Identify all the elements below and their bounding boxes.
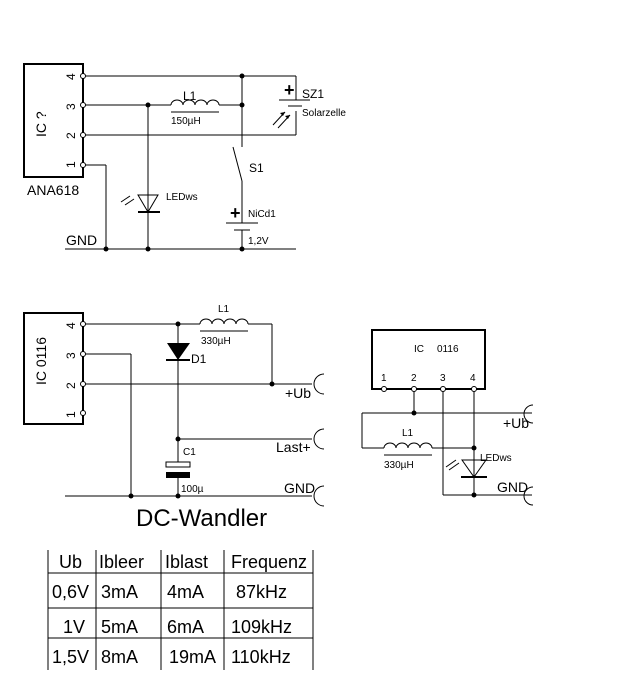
terminal-ub-label: +Ub xyxy=(503,415,529,431)
led-light-arrows-icon xyxy=(120,195,135,206)
measurement-table: Ub Ibleer Iblast Frequenz 0,6V 3mA 4mA 8… xyxy=(47,550,314,670)
table-cell: 19mA xyxy=(169,647,216,667)
inductor-l1 xyxy=(170,99,220,106)
table-cell: 0,6V xyxy=(52,582,89,602)
pin-label-4: 4 xyxy=(64,322,78,329)
table-cell: 5mA xyxy=(101,617,138,637)
ic-part-label: 0116 xyxy=(437,344,459,355)
terminal-gnd-label: GND xyxy=(497,479,528,495)
pin-label-1: 1 xyxy=(64,161,78,168)
table-header: Ub xyxy=(59,552,82,572)
table-cell: 87kHz xyxy=(236,582,287,602)
table-cell: 109kHz xyxy=(231,617,292,637)
ic-part-label: ANA618 xyxy=(27,182,79,198)
pin-label-4: 4 xyxy=(64,73,78,80)
terminal-gnd xyxy=(523,486,534,506)
pin-label-3: 3 xyxy=(440,373,446,384)
inductor-l1 xyxy=(383,442,433,449)
table-cell: 110kHz xyxy=(231,647,291,667)
pin-label-2: 2 xyxy=(64,132,78,139)
battery-name: NiCd1 xyxy=(248,209,276,220)
circuit-1: IC ? ANA618 4 3 2 1 L1 150µH + SZ1 Solar… xyxy=(23,63,346,252)
solar-desc: Solarzelle xyxy=(302,108,346,119)
solar-name: SZ1 xyxy=(302,87,324,101)
led-name: LEDws xyxy=(166,192,198,203)
table-cell: 8mA xyxy=(101,647,138,667)
terminal-last-label: Last+ xyxy=(276,439,311,455)
pin-label-3: 3 xyxy=(64,103,78,110)
ic-label: IC 0116 xyxy=(33,337,49,385)
table-cell: 1,5V xyxy=(52,647,89,667)
terminal-ub xyxy=(523,404,534,424)
terminal-ub-label: +Ub xyxy=(285,385,311,401)
table-cell: 3mA xyxy=(101,582,138,602)
table-cell: 1V xyxy=(63,617,85,637)
table-header: Frequenz xyxy=(231,552,307,572)
circuit-3: IC 0116 1 2 3 4 L1 330µH LEDws +Ub GND xyxy=(361,329,534,506)
inductor-name: L1 xyxy=(183,89,197,103)
pin-label-3: 3 xyxy=(64,352,78,359)
inductor-value: 330µH xyxy=(384,460,414,471)
inductor-name: L1 xyxy=(218,304,230,315)
switch-s1 xyxy=(232,146,243,182)
battery-plus: + xyxy=(230,203,241,223)
pin-label-2: 2 xyxy=(64,382,78,389)
table-cell: 4mA xyxy=(167,582,204,602)
table-header: Ibleer xyxy=(99,552,144,572)
capacitor-c1 xyxy=(165,461,191,478)
capacitor-value: 100µ xyxy=(181,484,204,495)
terminal-gnd xyxy=(313,485,325,507)
solar-plus: + xyxy=(284,80,295,100)
diode-name: D1 xyxy=(191,352,207,366)
diode-d1 xyxy=(166,343,190,361)
terminal-last xyxy=(313,428,325,450)
inductor-l1 xyxy=(199,318,249,325)
ic-label: IC ? xyxy=(33,111,49,137)
terminal-ub xyxy=(313,373,325,395)
ic-0116-body xyxy=(371,329,486,390)
inductor-name: L1 xyxy=(402,428,414,439)
inductor-value: 330µH xyxy=(201,336,231,347)
ic-ana618-body xyxy=(23,63,84,178)
inductor-value: 150µH xyxy=(171,116,201,127)
led-ws xyxy=(461,459,487,478)
capacitor-name: C1 xyxy=(183,447,196,458)
led-light-arrows-icon xyxy=(445,459,460,471)
circuit-2: IC 0116 4 3 2 1 L1 330µH D1 C1 100µ xyxy=(23,304,325,532)
light-arrows-icon xyxy=(272,111,291,129)
gnd-label: GND xyxy=(66,232,97,248)
led-ws xyxy=(137,194,160,213)
pin-label-4: 4 xyxy=(470,373,476,384)
terminal-gnd-label: GND xyxy=(284,480,315,496)
table-header: Iblast xyxy=(165,552,208,572)
circuit-title: DC-Wandler xyxy=(136,505,267,532)
pin-label-1: 1 xyxy=(64,411,78,418)
table-cell: 6mA xyxy=(167,617,204,637)
battery-value: 1,2V xyxy=(248,236,269,247)
ic-label: IC xyxy=(414,344,424,355)
pin-label-2: 2 xyxy=(411,373,417,384)
pin-label-1: 1 xyxy=(381,373,387,384)
led-name: LEDws xyxy=(480,453,512,464)
ic-0116-body xyxy=(23,312,84,425)
switch-name: S1 xyxy=(249,161,264,175)
